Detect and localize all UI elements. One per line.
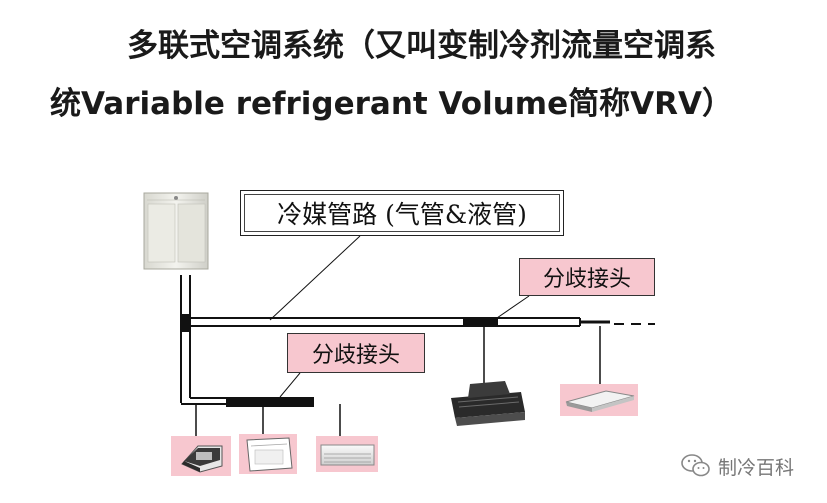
pipe-t-joint	[180, 314, 191, 332]
floor-standing-unit-icon	[239, 434, 297, 474]
branch-label-upper: 分歧接头	[519, 258, 655, 296]
wechat-icon	[681, 454, 710, 477]
branch-label-lower: 分歧接头	[287, 333, 425, 373]
branch-joint-upper	[463, 318, 498, 327]
watermark-text: 制冷百科	[718, 456, 795, 479]
outdoor-unit-icon	[139, 188, 213, 273]
pipe-label-text: 冷媒管路 (气管&液管)	[244, 194, 560, 232]
pipe-label-leader	[269, 235, 361, 321]
cassette-unit-icon	[171, 436, 231, 476]
watermark: 制冷百科	[680, 452, 794, 480]
wall-mounted-unit-icon	[316, 436, 378, 472]
title-line-1: 多联式空调系统（又叫变制冷剂流量空调系	[127, 28, 716, 64]
ducted-unit-icon	[451, 381, 525, 426]
refrigerant-pipes	[180, 275, 655, 437]
branch-label-upper-leader	[493, 295, 530, 321]
branch-joint-lower	[226, 397, 314, 407]
branch-label-lower-leader	[279, 372, 301, 398]
ceiling-suspended-unit-icon	[560, 384, 638, 416]
title-line-2: 统Variable refrigerant Volume简称VRV）	[50, 86, 733, 122]
pipe-label-box: 冷媒管路 (气管&液管)	[240, 190, 564, 236]
